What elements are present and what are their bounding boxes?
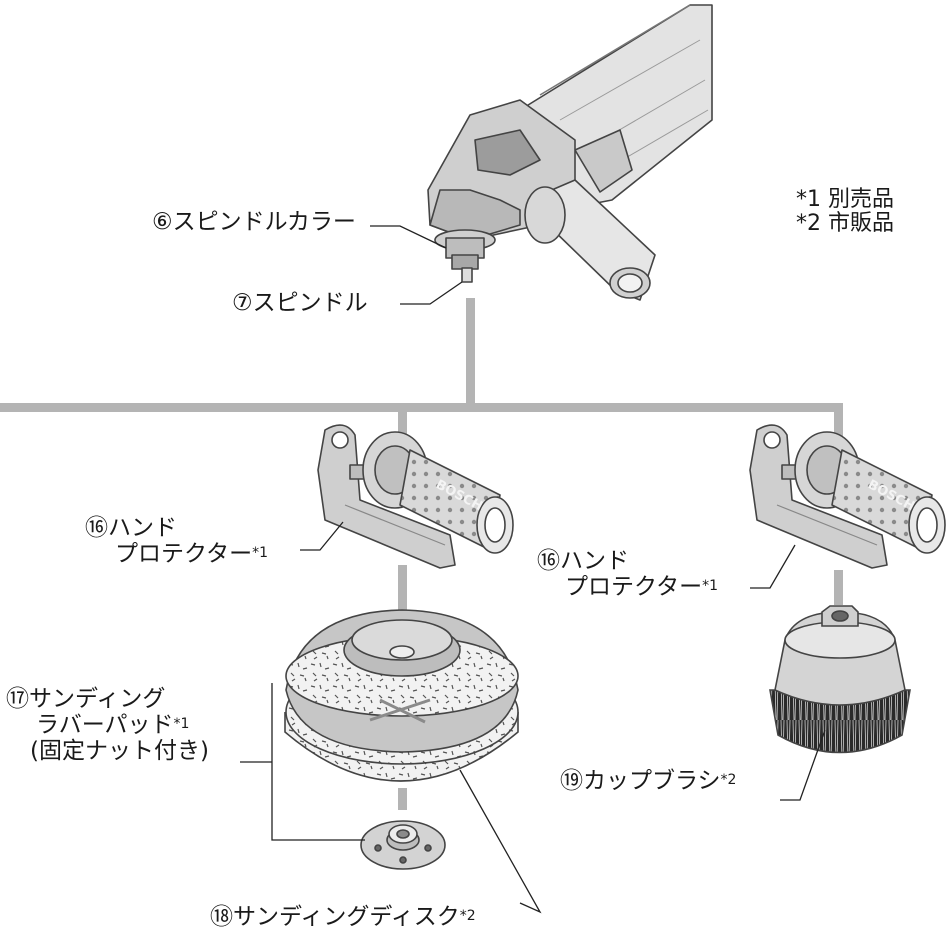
label-rubber-pad-line1: ⑰サンディング	[6, 686, 166, 712]
hand-protector-right: BOSCH	[749, 424, 946, 569]
label-hand-protector-right-line2: プロテクター*1	[565, 574, 719, 600]
label-rubber-pad-line3: (固定ナット付き)	[30, 738, 209, 764]
label-hand-protector-left-line2: プロテクター*1	[115, 541, 269, 567]
cup-brush	[769, 605, 911, 754]
label-rubber-pad: ⑰サンディング ラバーパッド*1 (固定ナット付き)	[6, 686, 209, 764]
label-spindle-collar: ⑥スピンドルカラー	[152, 209, 356, 235]
label-cup-brush: ⑲カップブラシ*2	[560, 768, 737, 794]
legend: *1 別売品 *2 市販品	[796, 188, 894, 236]
sanding-rubber-pad	[284, 609, 519, 782]
label-hand-protector-right: ⑯ハンド プロテクター*1	[537, 548, 718, 600]
angle-grinder	[427, 4, 713, 301]
label-spindle: ⑦スピンドル	[232, 290, 368, 316]
fixing-nut	[360, 820, 446, 870]
legend-item-2: *2 市販品	[796, 211, 894, 236]
label-hand-protector-left: ⑯ハンド プロテクター*1	[85, 515, 268, 567]
label-hand-protector-right-line1: ⑯ハンド	[537, 548, 629, 574]
hand-protector-left: BOSCH	[317, 424, 514, 569]
connector-lines	[0, 298, 843, 810]
leader-lines	[240, 225, 826, 914]
label-sanding-disc: ⑱サンディングディスク*2	[210, 904, 476, 930]
legend-item-1: *1 別売品	[796, 187, 894, 212]
label-rubber-pad-line2: ラバーパッド*1	[36, 712, 190, 738]
label-hand-protector-left-line1: ⑯ハンド	[85, 515, 177, 541]
